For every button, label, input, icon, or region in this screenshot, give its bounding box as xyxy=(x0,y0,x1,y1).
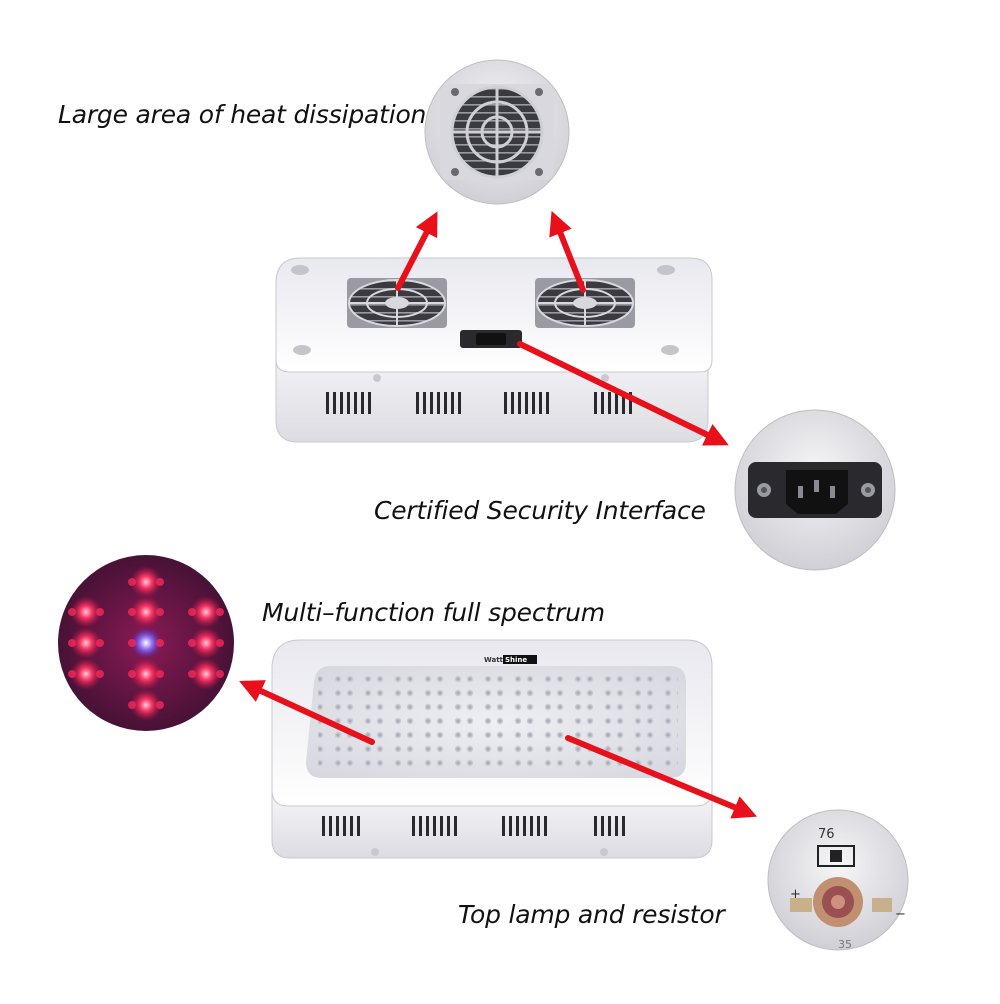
svg-text:+: + xyxy=(790,887,801,902)
svg-text:76: 76 xyxy=(818,827,835,842)
led-side-glow xyxy=(128,578,136,586)
side-vents-bottom xyxy=(322,816,625,836)
bottom-grow-light-unit: Watt Shine xyxy=(271,639,713,859)
brand-label: Watt Shine xyxy=(484,655,537,664)
led-red xyxy=(130,566,162,598)
led-side-glow xyxy=(128,701,136,709)
led-red xyxy=(190,658,222,690)
unit-power-socket xyxy=(460,330,522,348)
led-side-glow xyxy=(96,639,104,647)
svg-text:Watt: Watt xyxy=(484,656,504,664)
fan-right xyxy=(535,278,635,328)
lamp-resistor-detail-circle: 76 + − 35 xyxy=(767,809,909,951)
led-red xyxy=(190,627,222,659)
arrow-power-interface xyxy=(517,341,729,446)
led-side-glow xyxy=(68,670,76,678)
led-red xyxy=(130,596,162,628)
side-vents-top xyxy=(326,392,632,414)
led-red xyxy=(190,596,222,628)
arrow-fan-right xyxy=(549,210,586,293)
led-red xyxy=(130,658,162,690)
led-side-glow xyxy=(156,639,164,647)
led-blue xyxy=(130,627,162,659)
power-interface-detail-circle xyxy=(734,409,896,571)
led-red xyxy=(70,596,102,628)
caption-full-spectrum: Multi–function full spectrum xyxy=(262,598,605,627)
caption-lamp-resistor: Top lamp and resistor xyxy=(458,900,725,929)
arrow-led-spectrum xyxy=(239,680,375,745)
led-side-glow xyxy=(68,639,76,647)
led-side-glow xyxy=(216,670,224,678)
led-side-glow xyxy=(156,670,164,678)
svg-text:Shine: Shine xyxy=(505,656,527,664)
led-side-glow xyxy=(128,608,136,616)
led-red xyxy=(70,658,102,690)
led-side-glow xyxy=(128,639,136,647)
svg-text:35: 35 xyxy=(838,938,852,951)
led-side-glow xyxy=(216,639,224,647)
led-side-glow xyxy=(188,670,196,678)
led-side-glow xyxy=(156,578,164,586)
led-side-glow xyxy=(188,639,196,647)
led-side-glow xyxy=(128,670,136,678)
led-side-glow xyxy=(156,608,164,616)
led-red xyxy=(70,627,102,659)
callout-arrows xyxy=(239,210,758,819)
led-red xyxy=(130,689,162,721)
led-spectrum-detail-circle xyxy=(58,555,234,731)
top-grow-light-unit xyxy=(275,257,713,443)
caption-security-interface: Certified Security Interface xyxy=(374,496,706,525)
caption-heat-dissipation: Large area of heat dissipation xyxy=(58,100,427,129)
led-side-glow xyxy=(216,608,224,616)
fan-detail-circle xyxy=(424,59,570,205)
led-side-glow xyxy=(96,608,104,616)
svg-text:−: − xyxy=(895,907,906,922)
led-side-glow xyxy=(156,701,164,709)
arrow-fan-left xyxy=(395,211,438,291)
arrow-lamp-resistor xyxy=(565,735,758,819)
led-side-glow xyxy=(96,670,104,678)
led-side-glow xyxy=(188,608,196,616)
led-side-glow xyxy=(68,608,76,616)
